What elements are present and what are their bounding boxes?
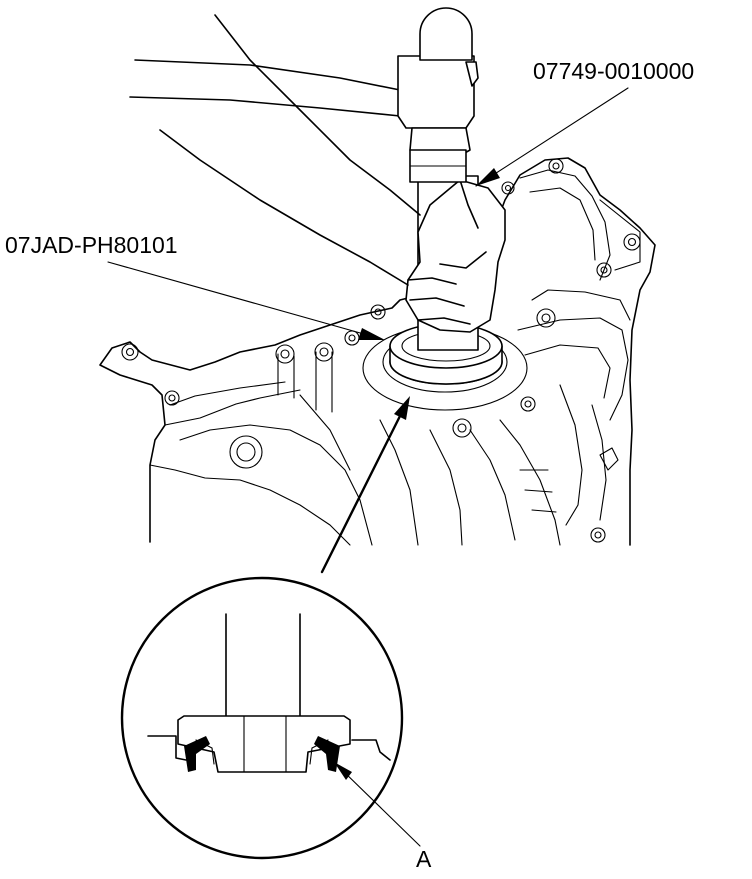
housing-bolt-holes: [121, 158, 641, 543]
detail-cross-section: [147, 613, 391, 773]
hammer: [397, 7, 479, 183]
callout-label-part-a: A: [416, 846, 432, 872]
callout-label-driver: 07749-0010000: [533, 58, 694, 84]
callout-leaders: [107, 87, 629, 340]
driver-attachment: [389, 323, 503, 385]
callout-label-attachment: 07JAD-PH80101: [5, 232, 178, 258]
transmission-housing: [99, 157, 656, 546]
arms: [129, 14, 421, 286]
hand: [405, 179, 506, 333]
detail-view: [120, 576, 421, 860]
detail-connector: [320, 396, 410, 574]
